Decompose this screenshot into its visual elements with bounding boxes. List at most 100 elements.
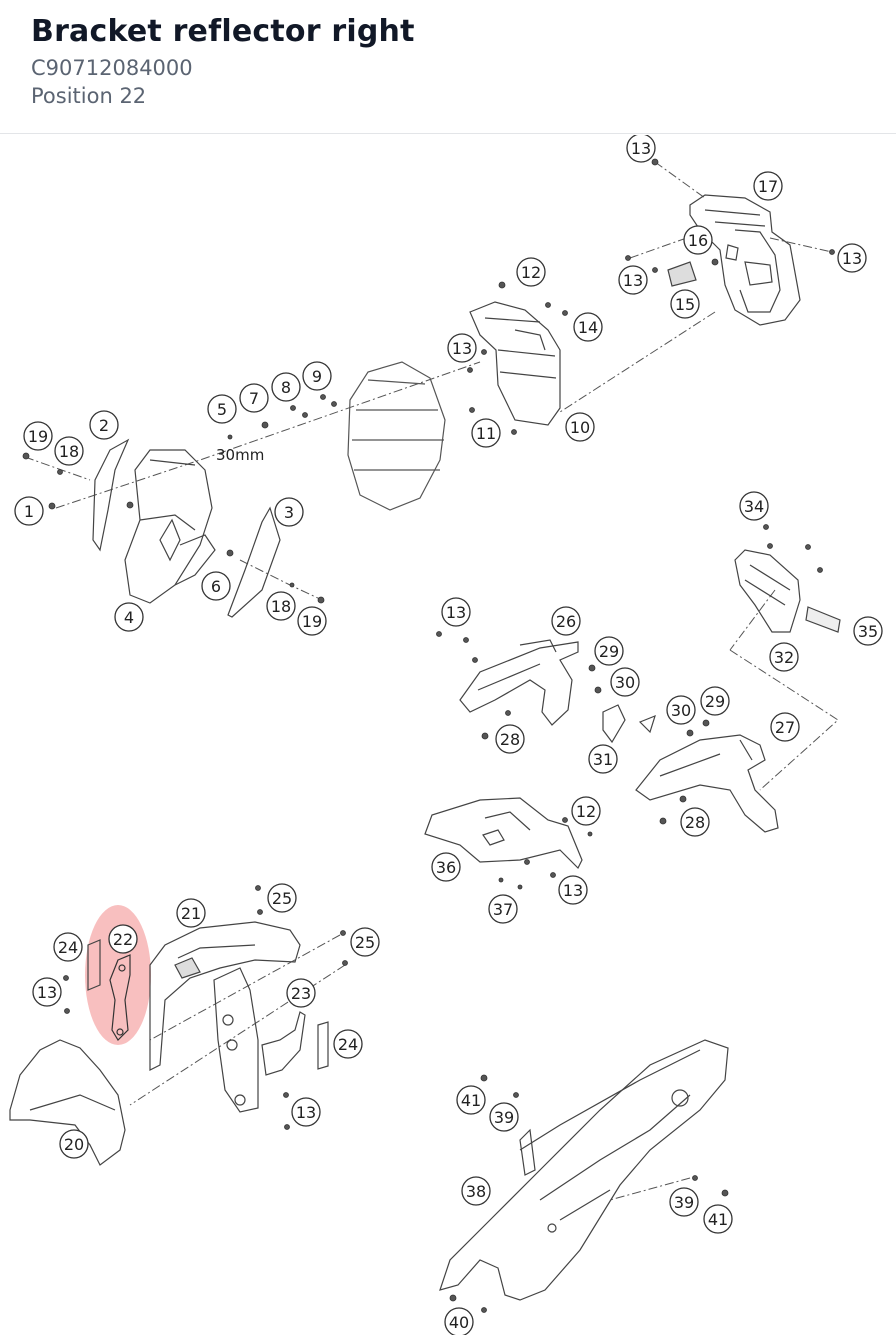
rear-tail-section (439, 1039, 729, 1301)
callout-13: 13 (32, 977, 62, 1007)
callout-13: 13 (626, 133, 656, 163)
callout-13: 13 (837, 243, 867, 273)
callout-13: 13 (618, 265, 648, 295)
callout-31: 31 (588, 744, 618, 774)
svg-text:17: 17 (758, 177, 778, 196)
callout-12: 12 (571, 796, 601, 826)
callout-18: 18 (266, 591, 296, 621)
callout-24: 24 (53, 932, 83, 962)
part-header: Bracket reflector right C90712084000 Pos… (0, 0, 896, 134)
svg-text:13: 13 (446, 603, 466, 622)
svg-text:13: 13 (563, 881, 583, 900)
rear-bracket-right (602, 704, 779, 833)
svg-text:28: 28 (500, 730, 520, 749)
svg-text:13: 13 (631, 139, 651, 158)
svg-text:35: 35 (858, 622, 878, 641)
callout-39: 39 (489, 1102, 519, 1132)
svg-text:31: 31 (593, 750, 613, 769)
svg-text:22: 22 (113, 930, 133, 949)
svg-text:13: 13 (842, 249, 862, 268)
callout-41: 41 (456, 1085, 486, 1115)
part-title: Bracket reflector right (31, 14, 415, 49)
reflector-right-24 (317, 1021, 329, 1070)
svg-text:20: 20 (64, 1135, 84, 1154)
callout-39: 39 (669, 1187, 699, 1217)
callout-20: 20 (59, 1129, 89, 1159)
svg-text:12: 12 (521, 263, 541, 282)
callout-2: 2 (89, 410, 119, 440)
svg-text:25: 25 (272, 889, 292, 908)
callout-29: 29 (594, 636, 624, 666)
svg-text:11: 11 (476, 424, 496, 443)
svg-text:2: 2 (99, 416, 109, 435)
callout-27: 27 (770, 712, 800, 742)
license-plate-holder (734, 549, 841, 633)
dimension-30mm: 30mm (216, 446, 264, 464)
callout-9: 9 (302, 361, 332, 391)
svg-text:9: 9 (312, 367, 322, 386)
callout-26: 26 (551, 606, 581, 636)
svg-text:19: 19 (302, 612, 322, 631)
svg-text:29: 29 (705, 692, 725, 711)
part-number: C90712084000 (31, 56, 193, 80)
callout-19: 19 (297, 606, 327, 636)
svg-text:19: 19 (28, 427, 48, 446)
svg-text:24: 24 (338, 1035, 358, 1054)
svg-text:13: 13 (452, 339, 472, 358)
callout-25: 25 (350, 927, 380, 957)
svg-text:6: 6 (211, 577, 221, 596)
svg-text:10: 10 (570, 418, 590, 437)
callout-41: 41 (703, 1204, 733, 1234)
svg-text:21: 21 (181, 904, 201, 923)
fasteners (22, 158, 835, 1313)
callout-40: 40 (444, 1307, 474, 1337)
callout-17: 17 (753, 171, 783, 201)
svg-text:26: 26 (556, 612, 576, 631)
part-position: Position 22 (31, 84, 147, 108)
svg-text:23: 23 (291, 984, 311, 1003)
callout-21: 21 (176, 898, 206, 928)
svg-text:16: 16 (688, 231, 708, 250)
callout-24: 24 (333, 1029, 363, 1059)
svg-text:8: 8 (281, 378, 291, 397)
svg-text:29: 29 (599, 642, 619, 661)
svg-text:36: 36 (436, 858, 456, 877)
svg-text:27: 27 (775, 718, 795, 737)
callout-10: 10 (565, 412, 595, 442)
callout-35: 35 (853, 616, 883, 646)
callout-23: 23 (286, 978, 316, 1008)
callout-18: 18 (54, 436, 84, 466)
svg-text:1: 1 (24, 502, 34, 521)
callout-13: 13 (447, 333, 477, 363)
svg-text:14: 14 (578, 318, 598, 337)
callout-37: 37 (488, 894, 518, 924)
callout-6: 6 (201, 571, 231, 601)
callout-13: 13 (441, 597, 471, 627)
svg-text:25: 25 (355, 933, 375, 952)
svg-text:3: 3 (284, 503, 294, 522)
svg-text:18: 18 (271, 597, 291, 616)
svg-text:5: 5 (217, 400, 227, 419)
headlight-mask (92, 438, 281, 618)
callout-28: 28 (495, 724, 525, 754)
callout-12: 12 (516, 257, 546, 287)
rear-cover (424, 797, 583, 870)
callout-19: 19 (23, 421, 53, 451)
svg-text:18: 18 (59, 442, 79, 461)
fender-bracket-23 (261, 1011, 306, 1076)
svg-text:41: 41 (461, 1091, 481, 1110)
svg-text:7: 7 (249, 389, 259, 408)
callout-13: 13 (291, 1097, 321, 1127)
rear-bracket-left (459, 639, 579, 726)
svg-text:24: 24 (58, 938, 78, 957)
svg-text:13: 13 (296, 1103, 316, 1122)
svg-text:13: 13 (623, 271, 643, 290)
callout-22: 22 (108, 924, 138, 954)
svg-text:30: 30 (671, 701, 691, 720)
bracket-reflector-right (109, 954, 131, 1041)
svg-text:39: 39 (494, 1108, 514, 1127)
svg-text:38: 38 (466, 1182, 486, 1201)
svg-text:15: 15 (675, 295, 695, 314)
svg-text:39: 39 (674, 1193, 694, 1212)
